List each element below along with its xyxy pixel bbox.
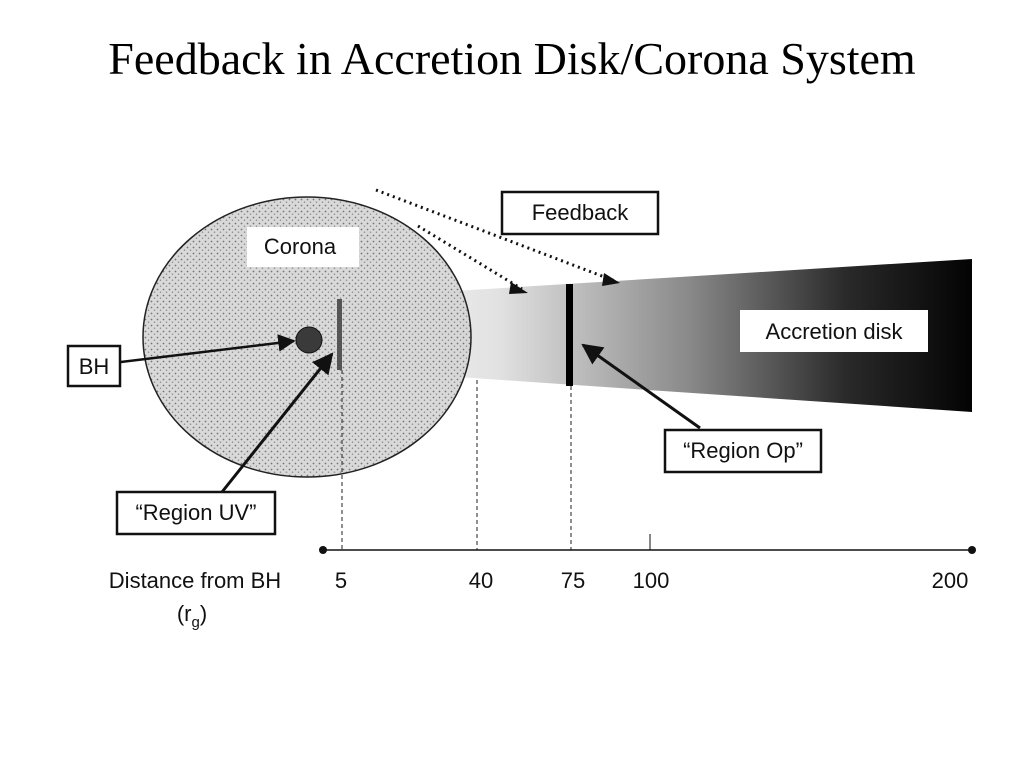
- axis-unit-sub: g: [191, 614, 199, 631]
- feedback-label: Feedback: [500, 190, 660, 236]
- accretion-disk-wedge: [340, 259, 972, 412]
- projection-lines: [341, 370, 572, 550]
- corona-label: Corona: [247, 227, 359, 267]
- region-uv-arrow: [220, 352, 334, 493]
- tick-label-100: 100: [633, 568, 670, 593]
- slide-title: Feedback in Accretion Disk/Corona System: [108, 33, 916, 84]
- axis-end-dot: [968, 546, 976, 554]
- svg-text:BH: BH: [79, 354, 110, 379]
- axis-unit-suffix: ): [200, 601, 207, 626]
- axis-title: Distance from BH: [109, 568, 281, 593]
- region-op-bar: [566, 284, 573, 386]
- region-uv-bar: [337, 299, 342, 370]
- svg-text:Corona: Corona: [264, 234, 337, 259]
- tick-label-200: 200: [932, 568, 969, 593]
- accretion-disk-label: Accretion disk: [740, 310, 928, 352]
- svg-text:Accretion disk: Accretion disk: [766, 319, 904, 344]
- axis-unit: (rg): [177, 601, 207, 631]
- black-hole: [295, 326, 323, 354]
- bh-arrow: [120, 334, 296, 364]
- feedback-arrows: [375, 188, 620, 294]
- bh-label: BH: [66, 344, 122, 388]
- tick-label-75: 75: [561, 568, 585, 593]
- axis-unit-prefix: (r: [177, 601, 192, 626]
- region-op-arrow: [581, 343, 701, 430]
- distance-axis: [319, 534, 976, 554]
- tick-label-5: 5: [335, 568, 347, 593]
- region-uv-label: “Region UV”: [115, 490, 277, 536]
- svg-text:“Region Op”: “Region Op”: [683, 438, 803, 463]
- tick-label-40: 40: [469, 568, 493, 593]
- axis-start-dot: [319, 546, 327, 554]
- region-op-label: “Region Op”: [663, 428, 823, 474]
- svg-text:Feedback: Feedback: [532, 200, 630, 225]
- svg-text:“Region UV”: “Region UV”: [135, 500, 256, 525]
